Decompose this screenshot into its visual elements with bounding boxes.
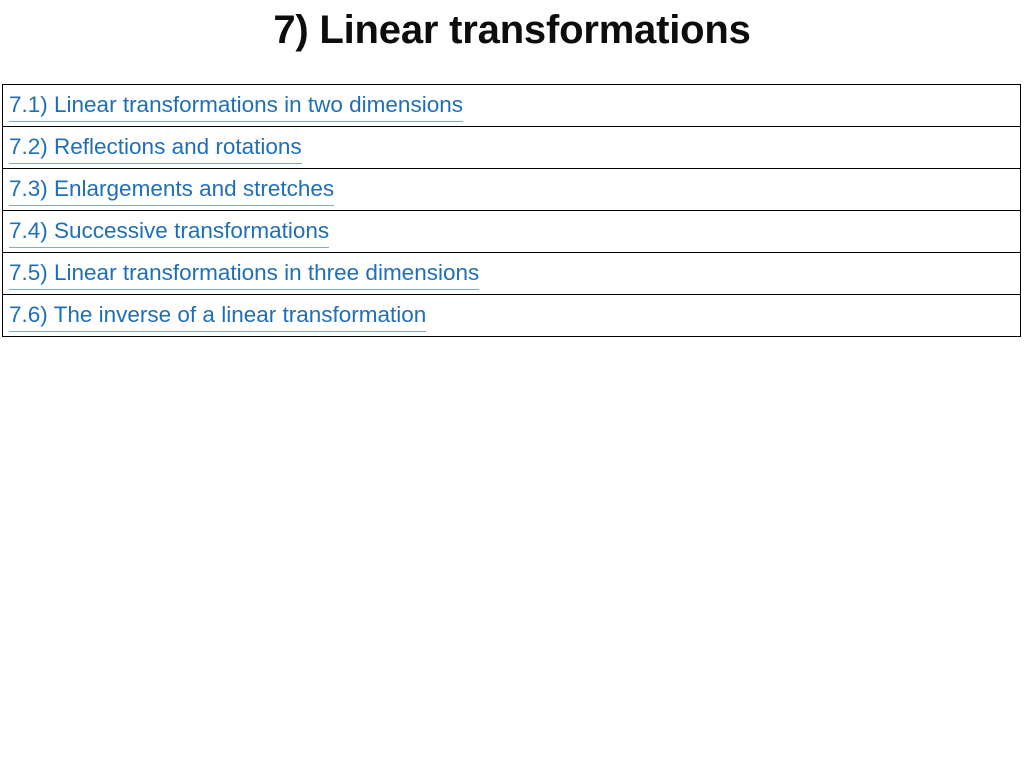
table-row: 7.2) Reflections and rotations <box>2 126 1021 169</box>
contents-table: 7.1) Linear transformations in two dimen… <box>2 84 1021 337</box>
table-row: 7.1) Linear transformations in two dimen… <box>2 84 1021 127</box>
contents-cell-3: 7.3) Enlargements and stretches <box>2 168 1021 211</box>
contents-cell-4: 7.4) Successive transformations <box>2 210 1021 253</box>
table-row: 7.4) Successive transformations <box>2 210 1021 253</box>
contents-link-7-1[interactable]: 7.1) Linear transformations in two dimen… <box>9 90 463 122</box>
page-title: 7) Linear transformations <box>273 8 751 52</box>
table-row: 7.5) Linear transformations in three dim… <box>2 252 1021 295</box>
contents-link-7-6[interactable]: 7.6) The inverse of a linear transformat… <box>9 300 427 332</box>
table-row: 7.6) The inverse of a linear transformat… <box>2 294 1021 337</box>
contents-link-7-2[interactable]: 7.2) Reflections and rotations <box>9 132 302 164</box>
contents-link-7-5[interactable]: 7.5) Linear transformations in three dim… <box>9 258 480 290</box>
table-row: 7.3) Enlargements and stretches <box>2 168 1021 211</box>
contents-cell-1: 7.1) Linear transformations in two dimen… <box>2 84 1021 127</box>
contents-link-7-3[interactable]: 7.3) Enlargements and stretches <box>9 174 335 206</box>
contents-link-7-4[interactable]: 7.4) Successive transformations <box>9 216 330 248</box>
contents-cell-2: 7.2) Reflections and rotations <box>2 126 1021 169</box>
contents-cell-6: 7.6) The inverse of a linear transformat… <box>2 294 1021 337</box>
contents-cell-5: 7.5) Linear transformations in three dim… <box>2 252 1021 295</box>
